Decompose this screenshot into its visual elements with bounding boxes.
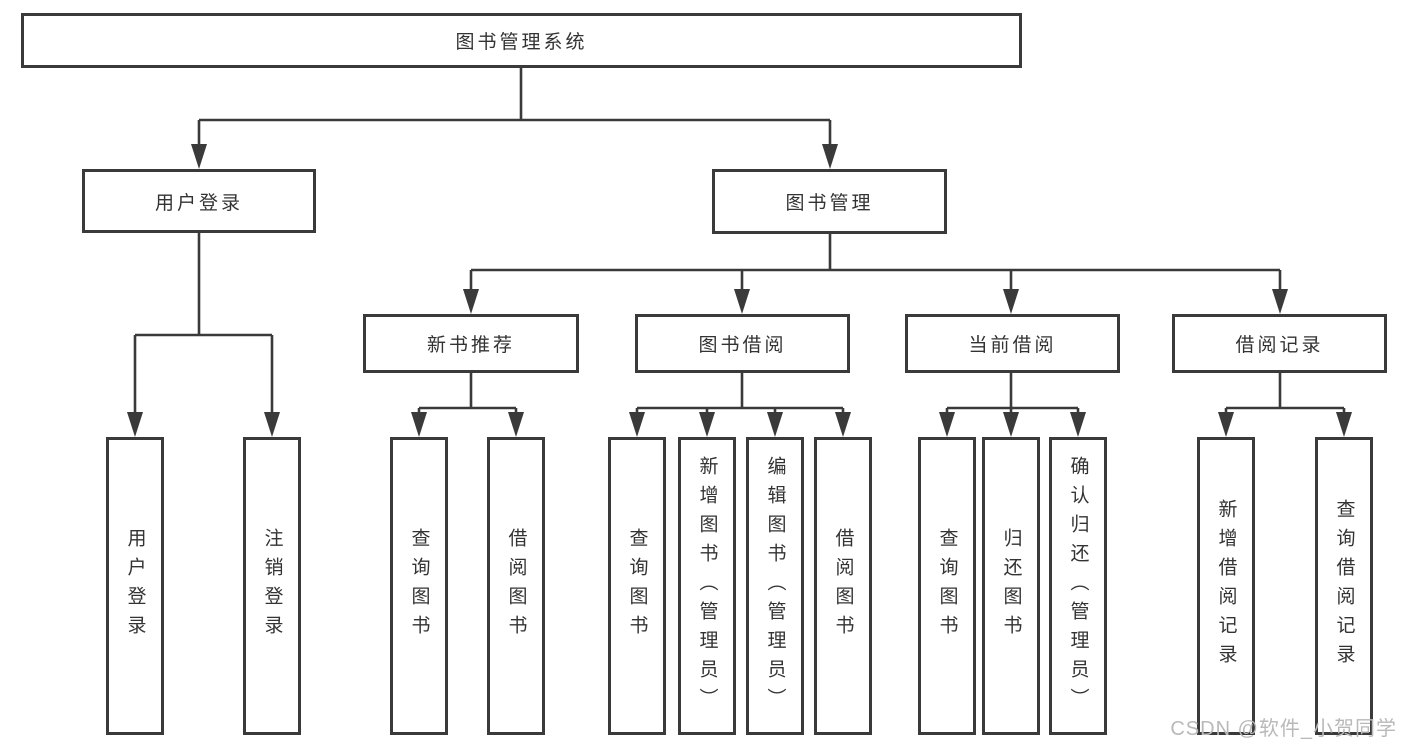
- leaf-newbook-borrow-books: 借阅图书: [487, 437, 545, 735]
- node-book-borrow: 图书借阅: [635, 314, 850, 373]
- leaf-add-borrow-record: 新增借阅记录: [1197, 437, 1255, 735]
- leaf-user-login: 用户登录: [106, 437, 164, 735]
- node-user-login: 用户登录: [82, 169, 316, 233]
- node-borrow-records: 借阅记录: [1172, 314, 1387, 373]
- leaf-query-borrow-record: 查询借阅记录: [1315, 437, 1373, 735]
- node-root-system: 图书管理系统: [21, 13, 1022, 68]
- leaf-logout: 注销登录: [243, 437, 301, 735]
- node-current-borrow: 当前借阅: [905, 314, 1120, 373]
- node-new-book-recommend: 新书推荐: [363, 314, 579, 373]
- leaf-return-books: 归还图书: [982, 437, 1040, 735]
- leaf-add-books-admin: 新增图书（管理员）: [678, 437, 736, 735]
- leaf-borrow-books: 借阅图书: [814, 437, 872, 735]
- node-book-management: 图书管理: [712, 169, 947, 234]
- leaf-confirm-return-admin: 确认归还（管理员）: [1049, 437, 1107, 735]
- leaf-edit-books-admin: 编辑图书（管理员）: [746, 437, 804, 735]
- leaf-borrow-query-books: 查询图书: [608, 437, 666, 735]
- csdn-watermark: CSDN @软件_小贺同学: [1170, 718, 1397, 740]
- leaf-newbook-query-books: 查询图书: [390, 437, 448, 735]
- leaf-current-query-books: 查询图书: [918, 437, 976, 735]
